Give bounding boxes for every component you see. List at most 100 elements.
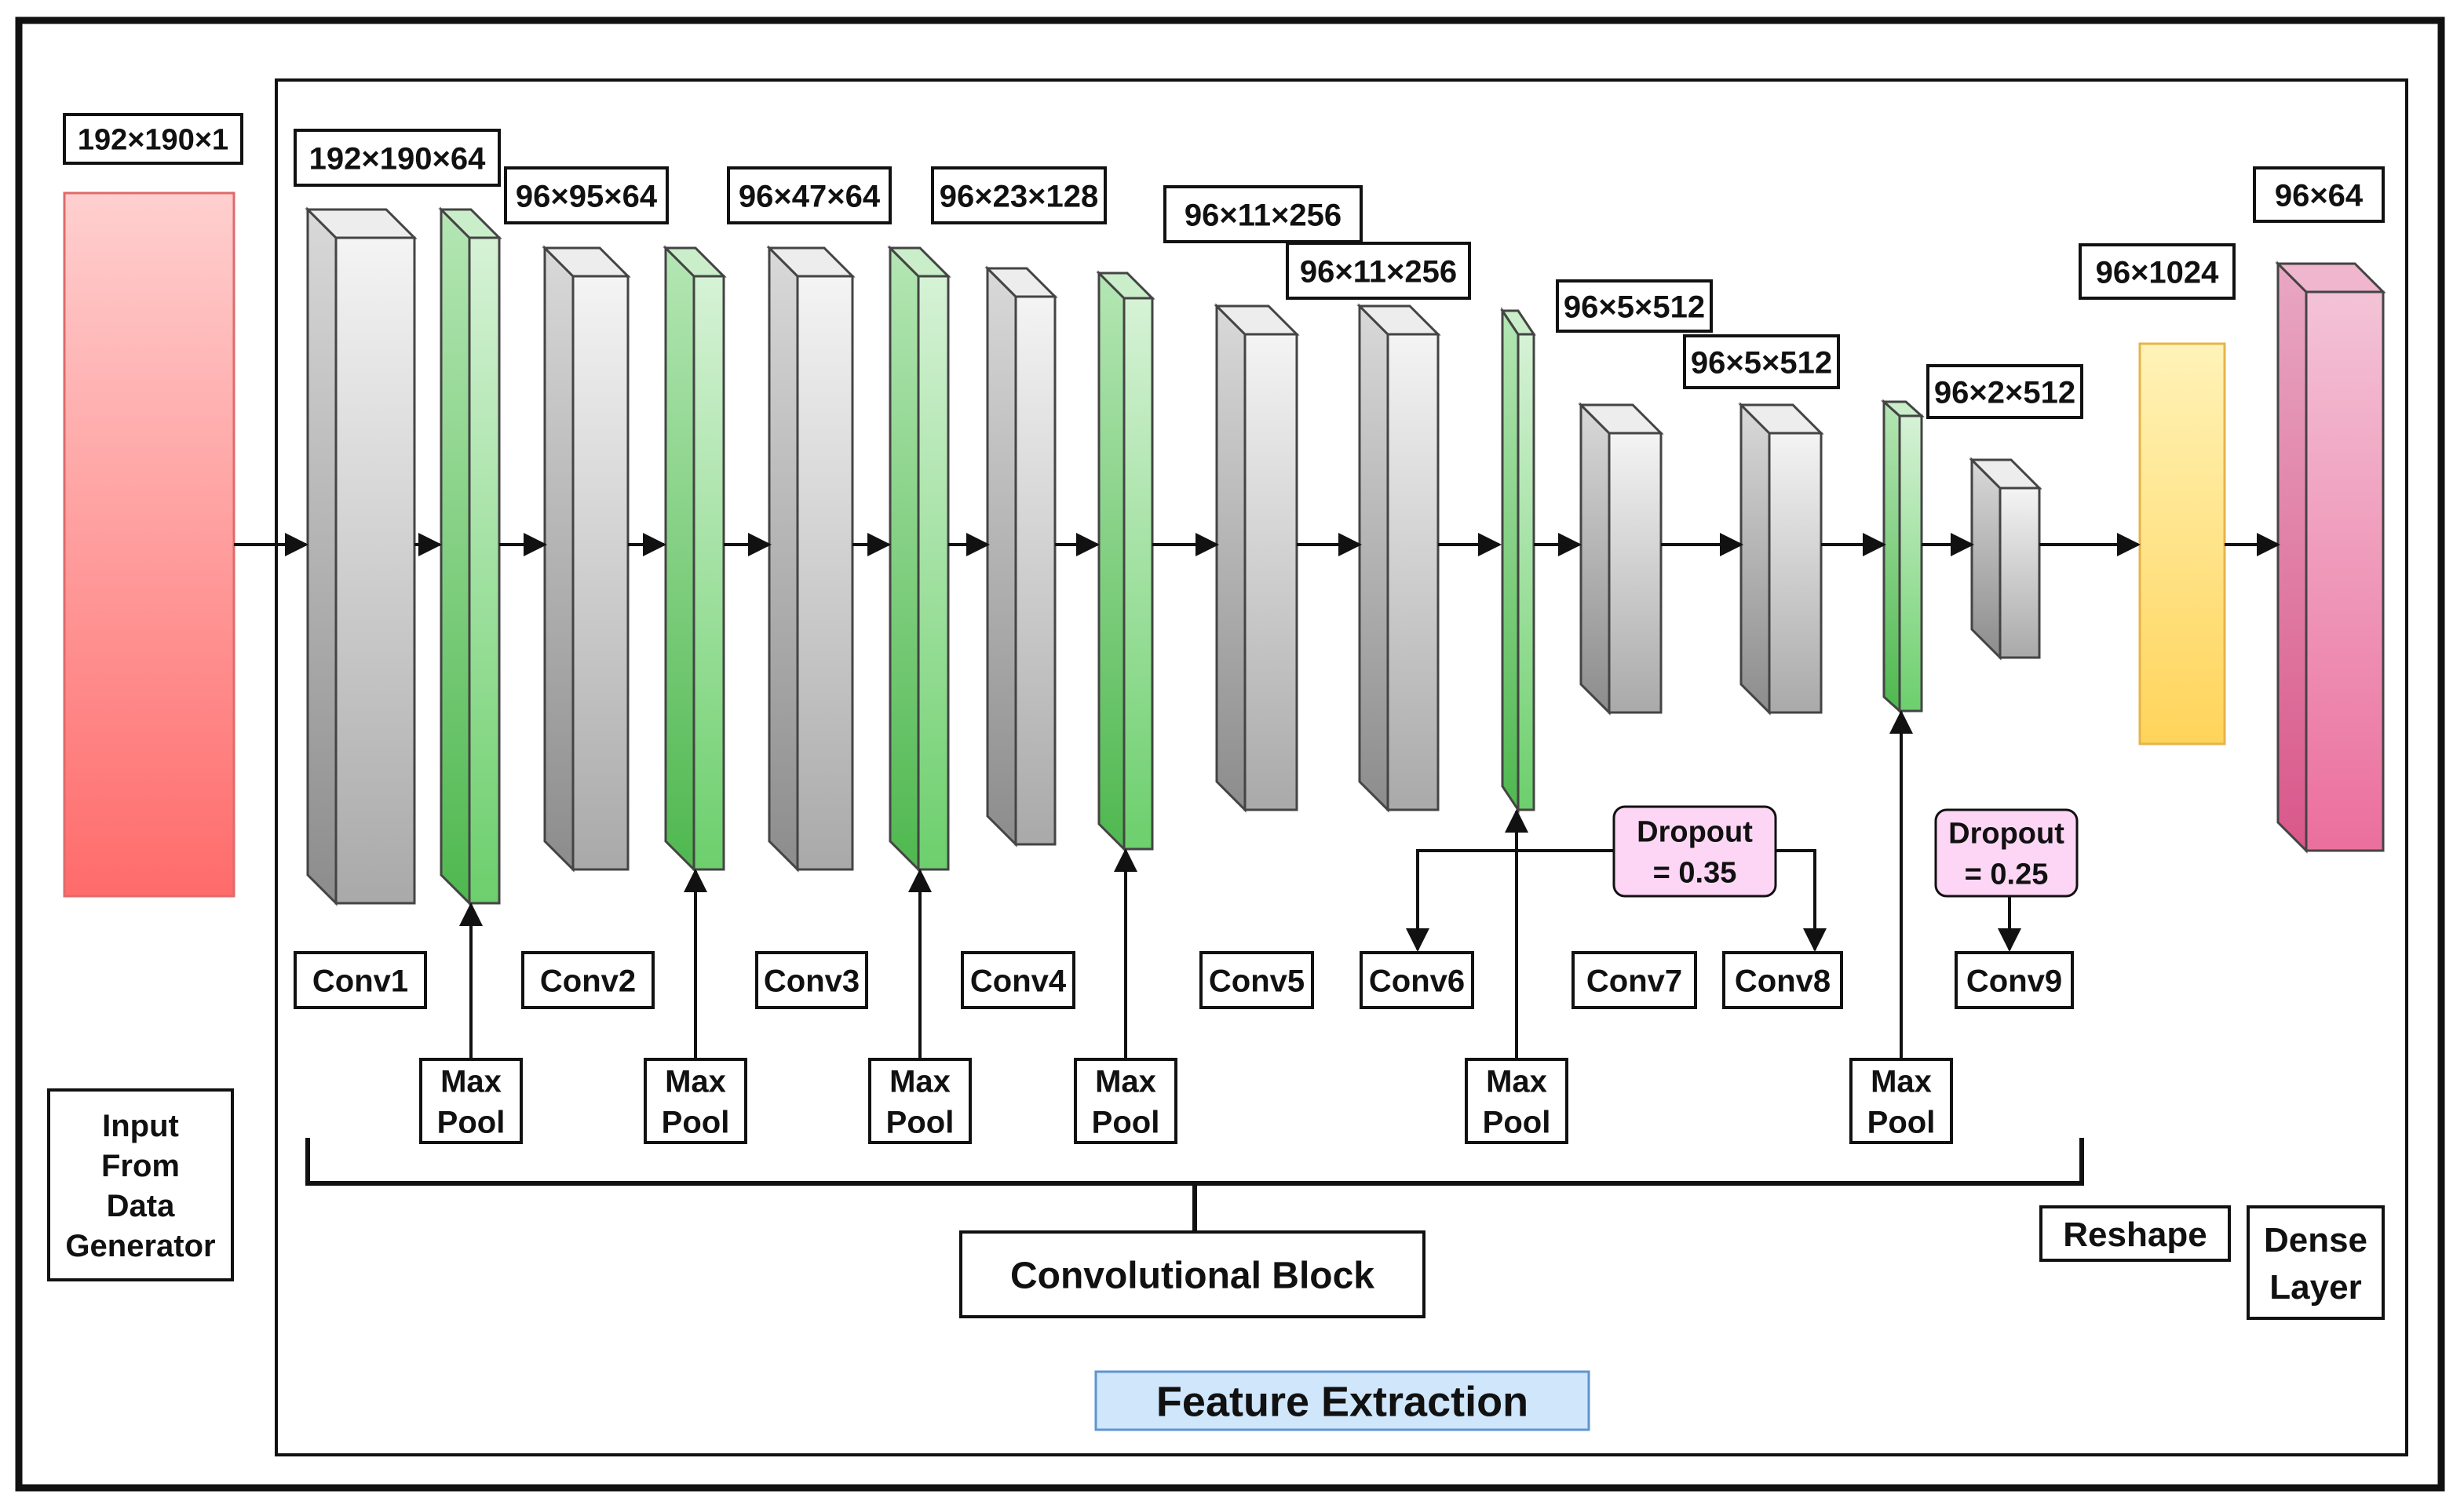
max-pool-layer xyxy=(1500,307,1536,814)
layer-name-conv5-text: Conv5 xyxy=(1209,964,1305,998)
reshape-label-text: Reshape xyxy=(2063,1216,2207,1254)
reshape-label-box xyxy=(2039,1205,2231,1262)
conv-layer-conv9 xyxy=(1969,457,2042,661)
feature-extraction-label-box xyxy=(1094,1370,1590,1431)
shape-label: 96×64 xyxy=(2253,166,2385,223)
input-caption-text: Input xyxy=(102,1109,179,1143)
max-pool-label-text: Pool xyxy=(1867,1105,1936,1139)
max-pool-layer-side xyxy=(1501,307,1520,814)
layer-name-conv7-text: Conv7 xyxy=(1586,964,1682,998)
convolutional-block-label: Convolutional Block xyxy=(959,1230,1425,1318)
shape-label: 96×5×512 xyxy=(1556,279,1713,333)
input-block xyxy=(63,191,235,898)
shape-label-box xyxy=(504,166,669,224)
input-caption-box xyxy=(47,1088,234,1281)
layer-name-conv1-text: Conv1 xyxy=(312,964,408,998)
dropout-arrow xyxy=(1406,849,1614,952)
shape-label-text: 96×11×256 xyxy=(1300,254,1457,289)
max-pool-layer xyxy=(1096,270,1155,852)
max-pool-label-text: Max xyxy=(1871,1064,1932,1099)
max-pool-label-text: Max xyxy=(1486,1064,1547,1099)
layer-name-conv3: Conv3 xyxy=(755,951,868,1009)
shape-label-box xyxy=(294,129,501,187)
shape-label-box xyxy=(727,166,892,224)
input-block-face xyxy=(63,191,235,898)
input-shape-label-text: 192×190×1 xyxy=(78,124,228,157)
layer-name-conv1: Conv1 xyxy=(294,951,427,1009)
layer-name-conv9: Conv9 xyxy=(1955,951,2074,1009)
layer-name-conv5-box xyxy=(1199,951,1314,1009)
feature-extraction-label-text: Feature Extraction xyxy=(1156,1378,1528,1425)
shape-label-text: 96×95×64 xyxy=(516,179,658,213)
layer-name-conv4-text: Conv4 xyxy=(970,964,1067,998)
shape-label-text: 96×47×64 xyxy=(739,179,881,213)
max-pool-label-box xyxy=(1465,1058,1568,1144)
conv-layer-conv7-side xyxy=(1579,402,1611,716)
dense-layer-side xyxy=(2276,261,2308,854)
dense-layer-label-text: Dense xyxy=(2264,1221,2367,1259)
conv-layer-conv9-side xyxy=(1970,457,2002,661)
shape-label-text: 192×190×64 xyxy=(309,141,486,176)
layer-name-conv6-text: Conv6 xyxy=(1369,964,1465,998)
dropout-035-text: Dropout xyxy=(1637,816,1753,849)
max-pool-layer xyxy=(438,206,502,906)
shape-label: 96×1024 xyxy=(2079,243,2236,300)
convolutional-block-label-box xyxy=(959,1230,1425,1318)
max-pool-layer-side xyxy=(440,206,471,906)
labels-group: 192×190×1InputFromDataGenerator192×190×6… xyxy=(47,113,2385,1431)
shape-label: 192×190×64 xyxy=(294,129,501,187)
max-pool-label-text: Max xyxy=(665,1064,726,1099)
shape-label-text: 96×1024 xyxy=(2096,255,2220,290)
shape-label-box xyxy=(931,166,1107,224)
conv-layer-conv5 xyxy=(1214,303,1300,813)
dropout-025-text: Dropout xyxy=(1948,818,2064,851)
dropout-035: Dropout= 0.35 xyxy=(1612,805,1777,898)
max-pool-label-text: Max xyxy=(1095,1064,1156,1099)
shape-label-box xyxy=(1286,242,1471,300)
shape-label-box xyxy=(1926,364,2083,419)
layer-name-conv2-text: Conv2 xyxy=(540,964,636,998)
max-pool-layer-side xyxy=(1097,270,1126,852)
conv-layer-conv6-side xyxy=(1358,303,1389,813)
dense-layer-label-box xyxy=(2247,1205,2385,1320)
conv-layer-conv3-side xyxy=(768,245,799,873)
conv-layer-conv4 xyxy=(984,265,1058,847)
conv-layer-conv6 xyxy=(1356,303,1441,813)
conv-layer-conv8-side xyxy=(1739,402,1771,716)
conv-layer-conv1-side xyxy=(306,206,338,906)
conv-layer-conv4-front xyxy=(1014,295,1057,846)
convolutional-block-label-text: Convolutional Block xyxy=(1010,1255,1374,1296)
max-pool-label-text: Pool xyxy=(662,1105,730,1139)
max-pool-label-box xyxy=(868,1058,972,1144)
conv-layer-conv2 xyxy=(542,245,631,873)
layer-name-conv3-box xyxy=(755,951,868,1009)
max-pool-label-box xyxy=(419,1058,523,1144)
shape-label-box xyxy=(2253,166,2385,223)
dropout-025-text: = 0.25 xyxy=(1965,858,2049,891)
layer-name-conv1-box xyxy=(294,951,427,1009)
max-pool-layer-front xyxy=(1122,297,1154,851)
feature-extraction-label: Feature Extraction xyxy=(1094,1370,1590,1431)
conv-block-bracket xyxy=(305,1138,2084,1232)
shape-label: 96×2×512 xyxy=(1926,364,2083,419)
layer-name-conv7: Conv7 xyxy=(1571,951,1697,1009)
input-shape-label-box xyxy=(63,113,243,165)
shape-label-text: 96×11×256 xyxy=(1185,198,1342,232)
dense-layer xyxy=(2275,261,2386,854)
input-shape-label: 192×190×1 xyxy=(63,113,243,165)
layer-name-conv5: Conv5 xyxy=(1199,951,1314,1009)
max-pool-label-text: Pool xyxy=(886,1105,955,1139)
input-caption-text: Data xyxy=(107,1189,175,1223)
shape-label: 96×47×64 xyxy=(727,166,892,224)
dense-layer-front xyxy=(2305,290,2385,852)
max-pool-layer-front xyxy=(468,236,501,905)
max-pool-layer-side xyxy=(664,245,695,873)
reshape-label: Reshape xyxy=(2039,1205,2231,1262)
conv-layer-conv3 xyxy=(766,245,856,873)
conv-layer-conv9-front xyxy=(1999,487,2041,659)
conv-layer-conv1 xyxy=(305,206,418,906)
shape-label-box xyxy=(1556,279,1713,333)
